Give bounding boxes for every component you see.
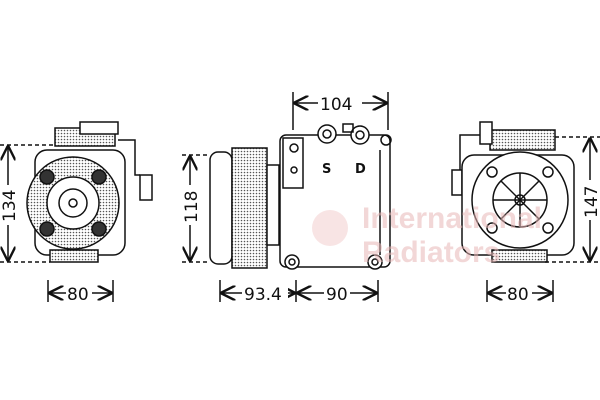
dim-left-height: 134: [0, 190, 20, 222]
side-view: [182, 92, 392, 302]
dim-top-length: 104: [320, 95, 352, 115]
front-view: [0, 121, 153, 302]
watermark-line-1: International: [362, 202, 542, 235]
dim-side-height: 118: [182, 191, 202, 223]
discharge-port-label: D: [355, 162, 366, 177]
watermark-logo: International Radiators: [312, 202, 542, 269]
dim-pulley-offset: 93.4: [244, 285, 282, 305]
suction-port-label: S: [322, 162, 331, 177]
dim-right-height: 147: [582, 186, 600, 218]
dim-body-length: 90: [326, 285, 348, 305]
rear-view: [451, 121, 600, 302]
dim-left-width: 80: [67, 285, 89, 305]
watermark-line-2: Radiators: [362, 236, 500, 269]
dim-right-width: 80: [507, 285, 529, 305]
